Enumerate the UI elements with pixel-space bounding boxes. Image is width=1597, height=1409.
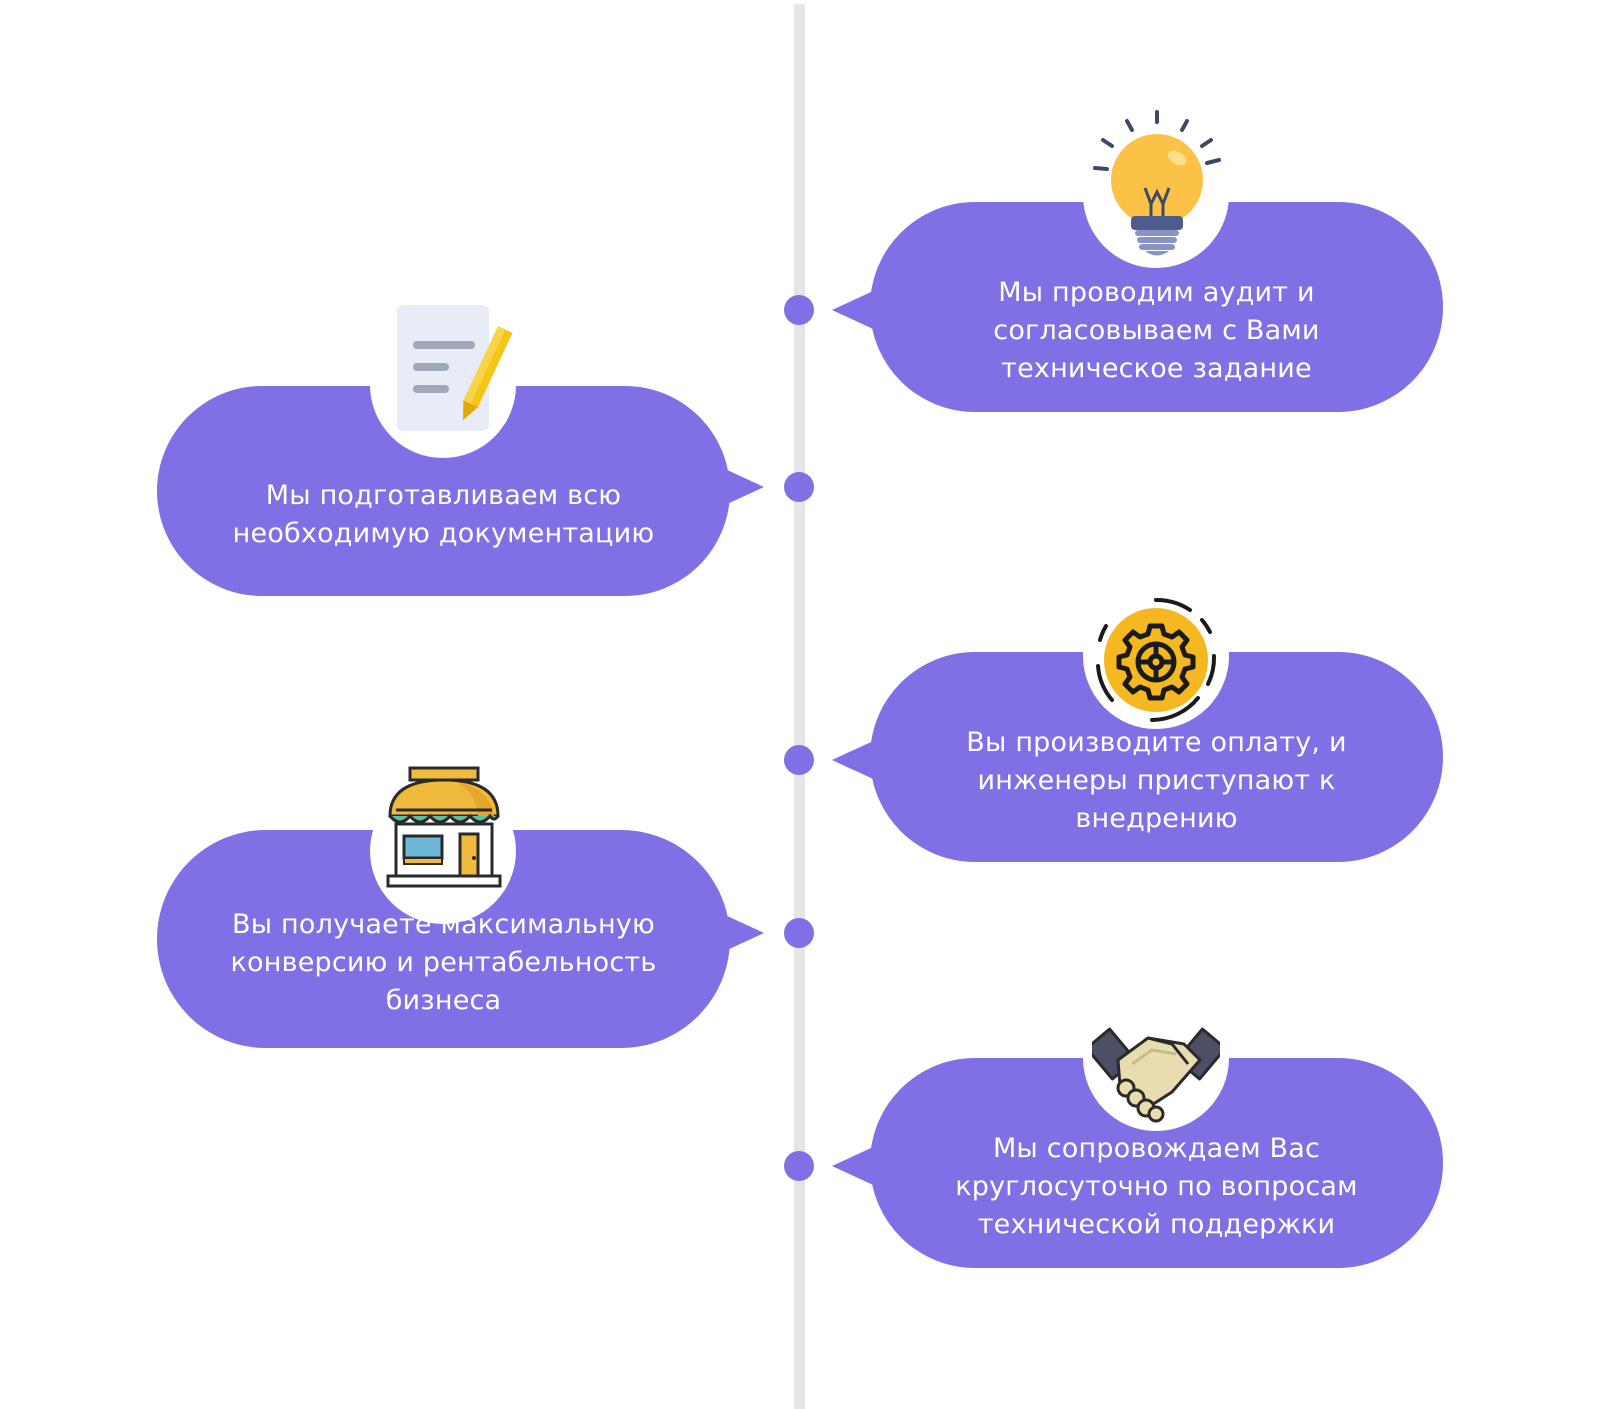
timeline-dot-4 [784,918,814,948]
step-text-1: Мы проводим аудит и согласовываем с Вами… [993,277,1320,384]
lightbulb-icon [1085,108,1230,268]
timeline-dot-1 [784,295,814,325]
step-text-5: Мы сопровождаем Вас круглосуточно по воп… [955,1133,1358,1240]
step-text-2: Мы подготавливаем всю необходимую докуме… [232,480,655,549]
handshake-icon [1092,1014,1220,1124]
storefront-icon [386,766,502,890]
timeline-dot-5 [784,1151,814,1181]
document-pencil-icon [395,303,515,433]
timeline-dot-3 [784,745,814,775]
step-text-4: Вы получаете максимальную конверсию и ре… [230,909,657,1016]
timeline-dot-2 [784,472,814,502]
gear-icon [1092,596,1220,724]
step-text-3: Вы производите оплату, и инженеры присту… [966,727,1347,834]
timeline-line [794,4,805,1409]
